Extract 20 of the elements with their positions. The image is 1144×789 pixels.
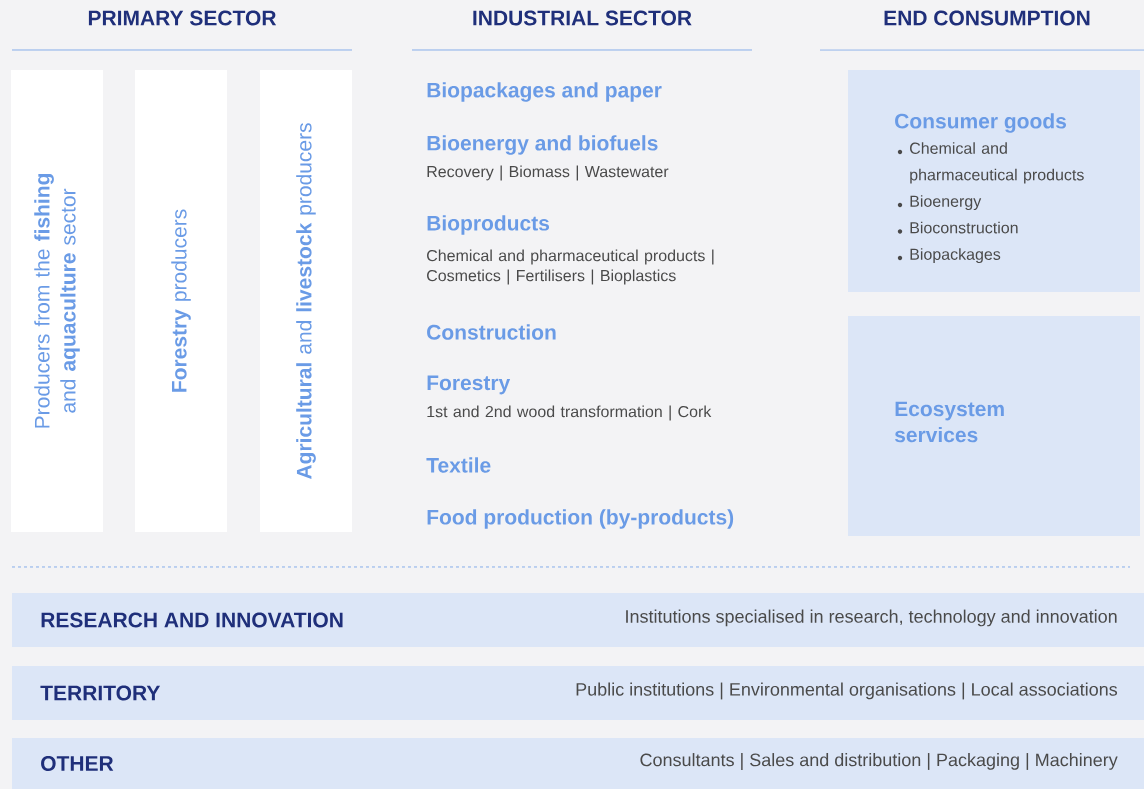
sector-detail: 1st and 2nd wood transformation | Cork bbox=[427, 405, 712, 421]
stakeholder-band: OTHER Consultants | Sales and distribution | Packaging | Machinery bbox=[12, 738, 1144, 789]
producer-bar: Forestry producers bbox=[135, 70, 227, 532]
column-heading: INDUSTRIAL SECTOR bbox=[473, 10, 692, 26]
sector-detail: Chemical and pharmaceutical products | Cosmetics | Fertilisers | Bioplastics bbox=[427, 249, 714, 285]
consumption-card: Ecosystem services bbox=[848, 316, 1140, 536]
sector-detail: Recovery | Biomass | Wastewater bbox=[427, 165, 669, 181]
producer-bar: Agricultural and livestock producers bbox=[260, 70, 352, 532]
column-heading: PRIMARY SECTOR bbox=[88, 10, 277, 26]
sector-heading: Bioenergy and biofuels bbox=[427, 135, 658, 155]
sector-heading: Food production (by-products) bbox=[427, 509, 734, 529]
consumption-card: Consumer goods Chemical and pharmaceutical products Bioenergy Bioconstruction Biopackages bbox=[848, 70, 1140, 292]
stakeholder-band: TERRITORY Public institutions | Environmental organisations | Local associations bbox=[12, 666, 1144, 720]
sector-heading: Textile bbox=[426, 457, 491, 473]
sector-heading: Construction bbox=[427, 324, 556, 340]
sector-heading: Bioproducts bbox=[427, 215, 549, 235]
sector-heading: Biopackages and paper bbox=[427, 82, 662, 102]
sector-heading: Forestry bbox=[427, 375, 511, 395]
column-heading: END CONSUMPTION bbox=[884, 10, 1090, 26]
stakeholder-band: RESEARCH AND INNOVATION Institutions specialised in research, technology and innovation bbox=[12, 593, 1144, 647]
